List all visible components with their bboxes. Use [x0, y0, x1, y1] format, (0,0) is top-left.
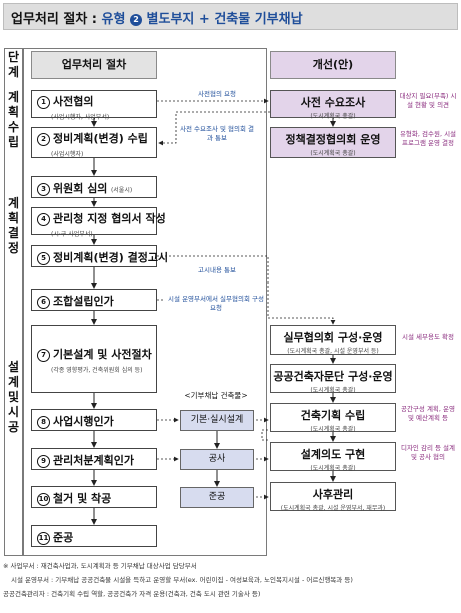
link-gazette [157, 255, 269, 282]
stage-header: 단계 [7, 50, 20, 79]
link-plan-bracket [261, 429, 268, 441]
proposal-policy-committee: 정책결정협의회 운영(도시계획국 총괄) [270, 127, 396, 158]
footnote-1: ※ 사업부서 : 재건축사업과, 도시계획과 등 기부채납 대상사업 담당부서 [3, 562, 197, 570]
note-gazette-notice: 고시내용 통보 [198, 266, 236, 274]
title-prefix: 업무처리 절차 : [11, 12, 102, 27]
note-decision: 유형화, 검수원, 시설 프로그램 운영 결정 [399, 130, 457, 147]
note-council-request: 시설 운영부서에서 실무협의회 구성 요청 [168, 295, 264, 312]
proposal-building-plan: 건축기획 수립(도시계획국 총괄) [270, 403, 396, 433]
donated-building-header: <기부채납 건축물> [184, 391, 248, 400]
middle-design: 기본·실시설계 [180, 410, 254, 431]
proposal-design-intent: 설계의도 구현(도시계획국 총괄) [270, 442, 396, 472]
link-union-council [267, 282, 336, 325]
footnote-3: 공공건축관리자 : 건축기획 수립 역할, 공공건축가 자격 운용(건축과, 건… [3, 590, 261, 598]
footnote-2: 시설 운영부서 : 기부채납 공공건축물 시설을 득하고 운영할 부서(ex. … [11, 576, 353, 584]
proposal-advisory-group: 공공건축자문단 구성·운영(도시계획국 총괄) [270, 364, 396, 394]
note-building: 공간구성 계획, 운영 및 예산계획 등 [400, 405, 456, 422]
title-type-label: 유형 [101, 12, 126, 27]
proposal-post-management: 사후관리(도시계획국 총괄, 시설 운영부서, 재무과) [270, 482, 396, 512]
note-demand: 대상지 필요(부족) 시설 현황 및 의견 [399, 92, 457, 109]
proposal-working-council: 실무협의회 구성·운영(도시계획국 총괄, 시설 운영부서 등) [270, 325, 396, 355]
note-survey-result: 사전 수요조사 및 협의회 결과 통보 [179, 125, 255, 142]
process-column [23, 48, 267, 556]
improvement-header: 개선(안) [270, 51, 396, 79]
page-title: 업무처리 절차 : 유형 2 별도부지 + 건축물 기부채납 [3, 3, 458, 30]
process-header: 업무처리 절차 [31, 51, 157, 79]
stage-column [4, 48, 23, 556]
link-survey-plan [158, 111, 270, 146]
middle-completion: 준공 [180, 487, 254, 508]
middle-construction: 공사 [180, 449, 254, 470]
title-number-badge: 2 [130, 14, 142, 26]
note-design: 디자인 감리 등 설계 및 공사 협의 [400, 444, 456, 461]
title-rest: 별도부지 + 건축물 기부채납 [146, 12, 303, 27]
note-pre-consult: 사전협의 요청 [198, 90, 236, 98]
proposal-pre-survey: 사전 수요조사(도시계획국 총괄) [270, 90, 396, 120]
note-council: 시설 세부용도 확정 [402, 333, 454, 341]
